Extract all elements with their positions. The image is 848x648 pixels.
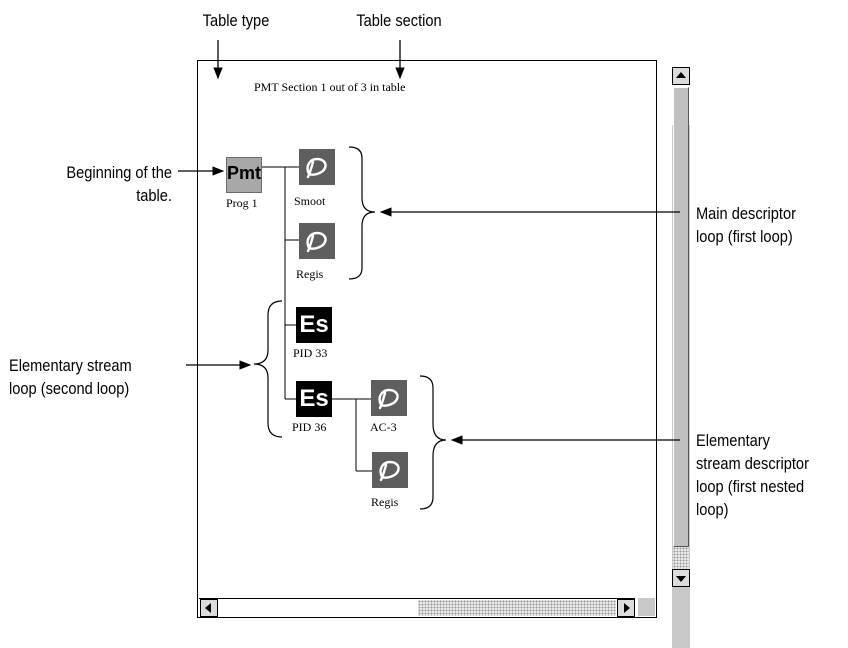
label-es-desc-line1: Elementary bbox=[696, 431, 770, 450]
es-icon[interactable]: Es bbox=[296, 307, 332, 343]
scroll-right-button[interactable] bbox=[617, 599, 635, 617]
left-arrow-icon bbox=[205, 603, 211, 613]
down-arrow-icon bbox=[676, 576, 686, 582]
pmt-icon[interactable]: Pmt bbox=[226, 157, 262, 193]
label-table-type: Table type bbox=[202, 11, 270, 30]
node-label-smoot: Smoot bbox=[294, 194, 326, 208]
scrollbar-corner bbox=[638, 598, 655, 616]
es-loop-brace bbox=[253, 300, 283, 438]
window-header: PMT Section 1 out of 3 in table bbox=[254, 80, 406, 94]
label-main-loop-line1: Main descriptor bbox=[696, 204, 796, 223]
descriptor-icon[interactable] bbox=[299, 149, 335, 185]
label-es-loop-line1: Elementary stream bbox=[9, 356, 132, 375]
node-label-regis: Regis bbox=[371, 495, 399, 509]
diagram-overlay bbox=[178, 40, 680, 510]
right-arrow-icon bbox=[624, 603, 630, 613]
label-es-desc-line3: loop (first nested bbox=[696, 477, 805, 496]
pmt-viewer-window bbox=[197, 60, 690, 648]
vertical-scroll-track[interactable] bbox=[673, 547, 689, 569]
node-label-prog1: Prog 1 bbox=[226, 196, 258, 210]
label-es-desc-line2: stream descriptor bbox=[696, 454, 809, 473]
tree-connectors bbox=[262, 166, 372, 472]
label-beginning-line1: Beginning of the bbox=[66, 163, 172, 182]
es-icon[interactable]: Es bbox=[296, 381, 332, 417]
pmt-icon-text: Pmt bbox=[227, 163, 262, 183]
label-main-loop-line2: loop (first loop) bbox=[696, 227, 793, 246]
callout-arrows bbox=[178, 40, 680, 445]
scroll-left-button[interactable] bbox=[200, 599, 218, 617]
label-table-section: Table section bbox=[356, 11, 442, 30]
node-label-pid36: PID 36 bbox=[292, 420, 327, 434]
label-es-desc-line4: loop) bbox=[696, 500, 729, 519]
descriptor-icon[interactable] bbox=[372, 452, 408, 488]
es-desc-loop-brace bbox=[419, 375, 447, 510]
label-beginning-line2: table. bbox=[136, 186, 172, 205]
node-label-ac3: AC-3 bbox=[370, 420, 397, 434]
node-label-regis: Regis bbox=[296, 267, 324, 281]
scroll-up-button[interactable] bbox=[672, 67, 690, 85]
es-icon-text: Es bbox=[299, 311, 329, 338]
up-arrow-icon bbox=[676, 72, 686, 78]
label-es-loop-line2: loop (second loop) bbox=[9, 379, 130, 398]
main-loop-brace bbox=[348, 146, 376, 280]
descriptor-icon[interactable] bbox=[299, 223, 335, 259]
horizontal-scroll-track[interactable] bbox=[418, 600, 616, 616]
node-label-pid33: PID 33 bbox=[293, 346, 328, 360]
descriptor-icon[interactable] bbox=[371, 380, 407, 416]
es-icon-text: Es bbox=[299, 385, 329, 412]
scroll-down-button[interactable] bbox=[672, 569, 690, 587]
vertical-scroll-thumb[interactable] bbox=[673, 87, 689, 547]
braces bbox=[253, 146, 447, 510]
